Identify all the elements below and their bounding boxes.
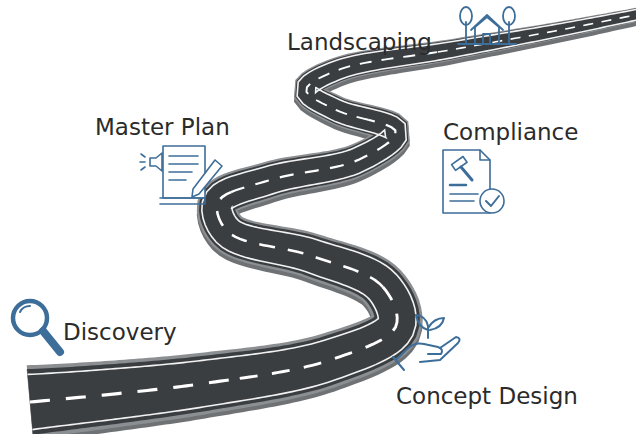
landscape-icon (458, 7, 516, 44)
magnifier-icon (13, 301, 60, 352)
compliance-icon (443, 150, 504, 213)
road-centre-line (240, 287, 397, 379)
road-centre-line (231, 120, 395, 192)
plan-icon (140, 146, 222, 204)
hand-leaf-icon (393, 315, 460, 370)
road-centre-line (30, 378, 240, 402)
road-edge (27, 5, 636, 434)
stage-label: Landscaping (287, 30, 432, 55)
stage-label: Compliance (443, 120, 578, 145)
stage-label: Master Plan (95, 115, 230, 140)
road-centre-line (217, 192, 383, 287)
road-centre-line (438, 12, 636, 52)
road-centre-line (306, 52, 437, 120)
road-surface (27, 6, 636, 434)
stage-label: Concept Design (396, 384, 578, 409)
stage-label: Discovery (63, 320, 177, 345)
road-edge-line (28, 7, 636, 374)
